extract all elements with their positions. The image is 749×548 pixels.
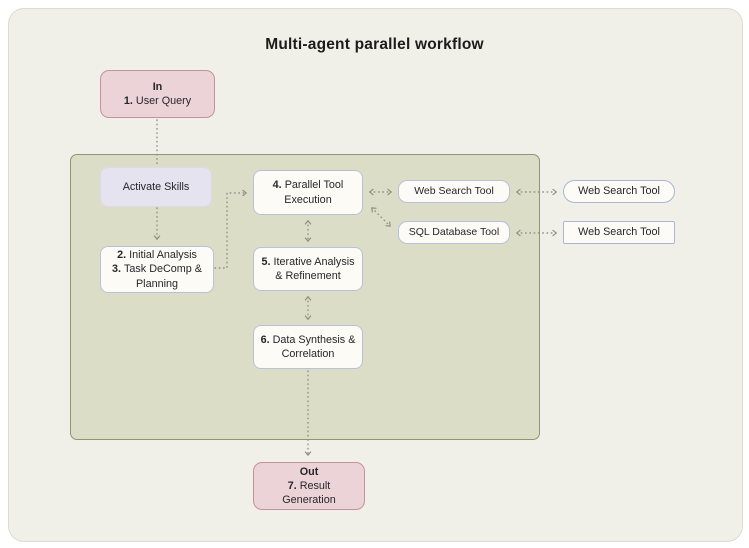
node-parallel-tool-execution: 4. Parallel Tool Execution bbox=[253, 170, 363, 215]
node-sql-database-tool: SQL Database Tool bbox=[398, 221, 510, 244]
node-web-search-tool-pill-label: Web Search Tool bbox=[578, 185, 660, 198]
node-analysis-line2: 3. Task DeComp & Planning bbox=[111, 263, 203, 290]
node-user-query-heading: In bbox=[152, 80, 163, 93]
node-sql-database-tool-label: SQL Database Tool bbox=[408, 225, 500, 238]
node-web-search-tool-rect: Web Search Tool bbox=[563, 221, 675, 244]
node-initial-analysis: 2. Initial Analysis 3. Task DeComp & Pla… bbox=[100, 246, 214, 293]
node-out-label: 7. Result Generation bbox=[282, 479, 336, 507]
node-web-search-tool-pill: Web Search Tool bbox=[563, 180, 675, 203]
node-result-generation: Out 7. Result Generation bbox=[253, 462, 365, 510]
node-user-query: In 1. User Query bbox=[100, 70, 215, 118]
node-synthesis-label: 6. Data Synthesis & Correlation bbox=[260, 333, 356, 360]
node-activate-skills-label: Activate Skills bbox=[122, 180, 190, 193]
node-iterative-label: 5. Iterative Analysis & Refinement bbox=[261, 255, 355, 282]
node-web-search-tool-inner: Web Search Tool bbox=[398, 180, 510, 203]
node-parallel-label: 4. Parallel Tool Execution bbox=[272, 179, 344, 206]
node-activate-skills: Activate Skills bbox=[100, 167, 212, 207]
node-out-heading: Out bbox=[299, 465, 319, 478]
node-web-search-tool-inner-label: Web Search Tool bbox=[414, 184, 494, 197]
node-data-synthesis: 6. Data Synthesis & Correlation bbox=[253, 325, 363, 369]
node-web-search-tool-rect-label: Web Search Tool bbox=[578, 226, 660, 239]
node-analysis-line1: 2. Initial Analysis bbox=[117, 249, 197, 262]
node-user-query-label: 1. User Query bbox=[123, 95, 192, 107]
node-iterative-analysis: 5. Iterative Analysis & Refinement bbox=[253, 247, 363, 291]
diagram-title: Multi-agent parallel workflow bbox=[265, 36, 484, 53]
